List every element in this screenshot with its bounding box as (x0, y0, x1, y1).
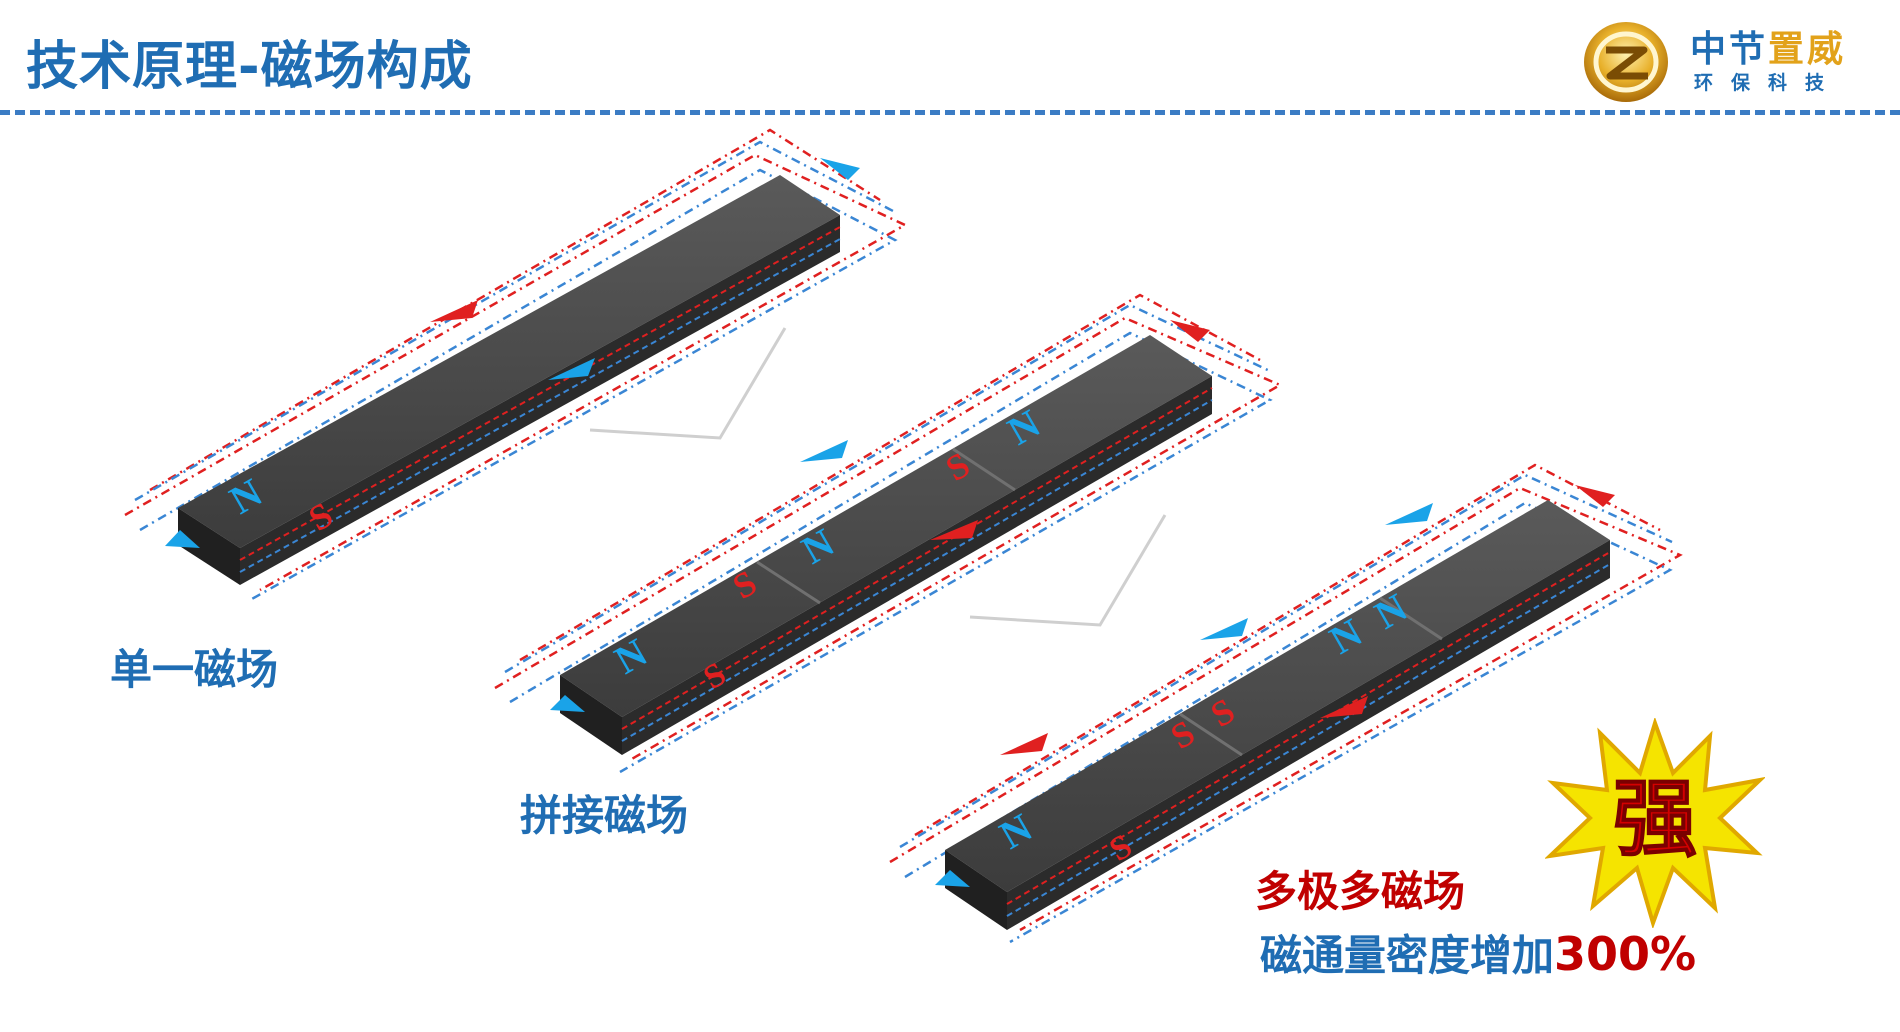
logo-name-suffix: 置威 (1768, 29, 1847, 70)
flux-prefix: 磁通量密度增加 (1260, 931, 1555, 980)
company-logo: 中节置威 环保科技 (1578, 16, 1888, 106)
field-arrow (1320, 696, 1368, 718)
strong-badge: 强 (1544, 716, 1767, 930)
label-multipole-field: 多极多磁场 (1255, 867, 1466, 916)
field-arrow (165, 530, 200, 548)
field-arrow (1000, 733, 1048, 755)
page-title: 技术原理-磁场构成 (26, 37, 473, 97)
field-arrow (1170, 320, 1210, 342)
magnet-bar-single: N S (124, 128, 908, 602)
field-arrow (800, 440, 848, 462)
field-arrow (548, 358, 595, 380)
label-spliced-field: 拼接磁场 (520, 791, 689, 840)
ze-emblem-icon (1584, 22, 1668, 102)
magnet-bar-spliced: N S N S N S (494, 293, 1283, 774)
field-arrow (935, 870, 970, 887)
flux-value: 300% (1554, 927, 1697, 981)
logo-name: 中节置威 (1690, 20, 1846, 72)
connector-chevron-1 (589, 327, 787, 440)
connector-chevron-2 (969, 514, 1167, 627)
flux-increase-text: 磁通量密度增加300% (1260, 922, 1696, 983)
strong-text: 强 (1613, 770, 1697, 868)
field-arrow (1385, 503, 1433, 525)
field-arrow (550, 695, 585, 712)
logo-name-prefix: 中节 (1690, 29, 1769, 70)
magnet-bar-multipole: N S S N N S (889, 463, 1683, 944)
starburst-icon: 强 (1544, 716, 1767, 930)
header-divider (0, 110, 1900, 115)
field-lines (124, 128, 908, 602)
logo-subtitle: 环保科技 (1694, 72, 1843, 94)
field-arrow (1575, 485, 1615, 507)
field-arrow (930, 520, 978, 540)
field-arrow (820, 158, 860, 180)
label-single-field: 单一磁场 (110, 645, 279, 694)
field-arrow (430, 300, 478, 322)
field-arrow (1200, 618, 1248, 640)
